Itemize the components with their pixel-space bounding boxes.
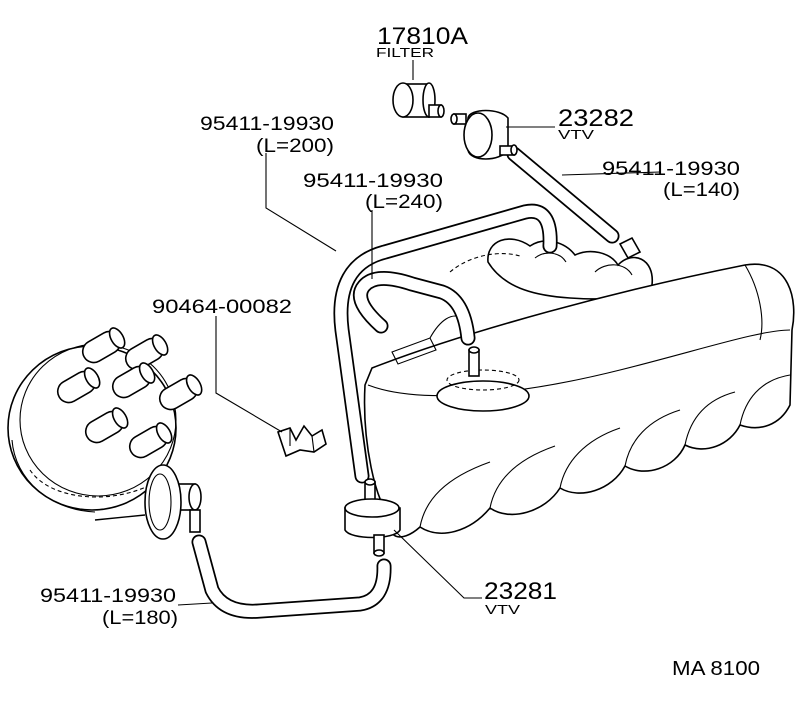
distributor-terminal xyxy=(158,374,203,411)
leader-hose-l200 xyxy=(265,153,337,252)
part-description: FILTER xyxy=(376,45,434,60)
manifold-body xyxy=(363,263,795,538)
part-number: 95411-19930 xyxy=(303,171,443,192)
hose-l200 xyxy=(333,203,558,484)
part-description: VTV xyxy=(485,602,520,617)
callout-vtv-23282: 23282 VTV xyxy=(558,105,634,142)
hose-length: (L=180) xyxy=(102,608,178,629)
hose-length: (L=140) xyxy=(663,180,740,201)
hose-length: (L=240) xyxy=(365,192,443,213)
part-number: 23281 xyxy=(484,578,557,605)
leader-clip xyxy=(215,316,283,433)
part-description: VTV xyxy=(558,127,594,142)
callout-filter: 17810A FILTER xyxy=(376,23,468,60)
hose-l240 xyxy=(353,271,476,346)
throttle-body xyxy=(487,238,653,300)
distributor-terminal xyxy=(56,367,101,404)
intake-manifold xyxy=(363,238,795,538)
callout-clip: 90464-00082 xyxy=(152,297,292,318)
part-number: 95411-19930 xyxy=(40,586,176,607)
figure-code: MA 8100 xyxy=(672,658,760,680)
hose-l140 xyxy=(506,146,620,244)
part-number: 95411-19930 xyxy=(602,159,740,180)
callout-vtv-23281: 23281 VTV xyxy=(484,578,557,617)
distributor-terminal xyxy=(111,362,156,399)
part-number: 23282 xyxy=(558,105,634,132)
distributor-terminal xyxy=(128,422,173,459)
hose-l180 xyxy=(191,534,392,619)
part-number: 90464-00082 xyxy=(152,297,292,318)
distributor xyxy=(7,327,203,521)
manifold-nipple xyxy=(618,236,642,260)
distributor-terminal xyxy=(124,334,169,371)
callout-hose-l200: 95411-19930 (L=200) xyxy=(200,114,334,157)
filter-17810a xyxy=(392,82,445,118)
distributor-terminal xyxy=(81,327,126,364)
part-number: 17810A xyxy=(377,23,468,50)
leader-lines xyxy=(177,60,661,606)
callout-hose-l180: 95411-19930 (L=180) xyxy=(40,586,178,629)
leader-hose-l140 xyxy=(561,171,661,176)
leader-vtv-23281 xyxy=(393,529,482,599)
vtv-23281 xyxy=(344,478,401,557)
clip-90464-00082 xyxy=(276,424,327,458)
part-number: 95411-19930 xyxy=(200,114,334,135)
distributor-terminal xyxy=(84,407,129,444)
leader-hose-l180 xyxy=(177,602,213,606)
callout-hose-l240: 95411-19930 (L=240) xyxy=(303,171,443,213)
vtv-23282 xyxy=(450,109,518,160)
hose-length: (L=200) xyxy=(256,136,334,157)
vacuum-advance-unit xyxy=(144,464,202,540)
vacuum-port-flange xyxy=(436,346,530,412)
callout-hose-l140: 95411-19930 (L=140) xyxy=(602,159,740,201)
